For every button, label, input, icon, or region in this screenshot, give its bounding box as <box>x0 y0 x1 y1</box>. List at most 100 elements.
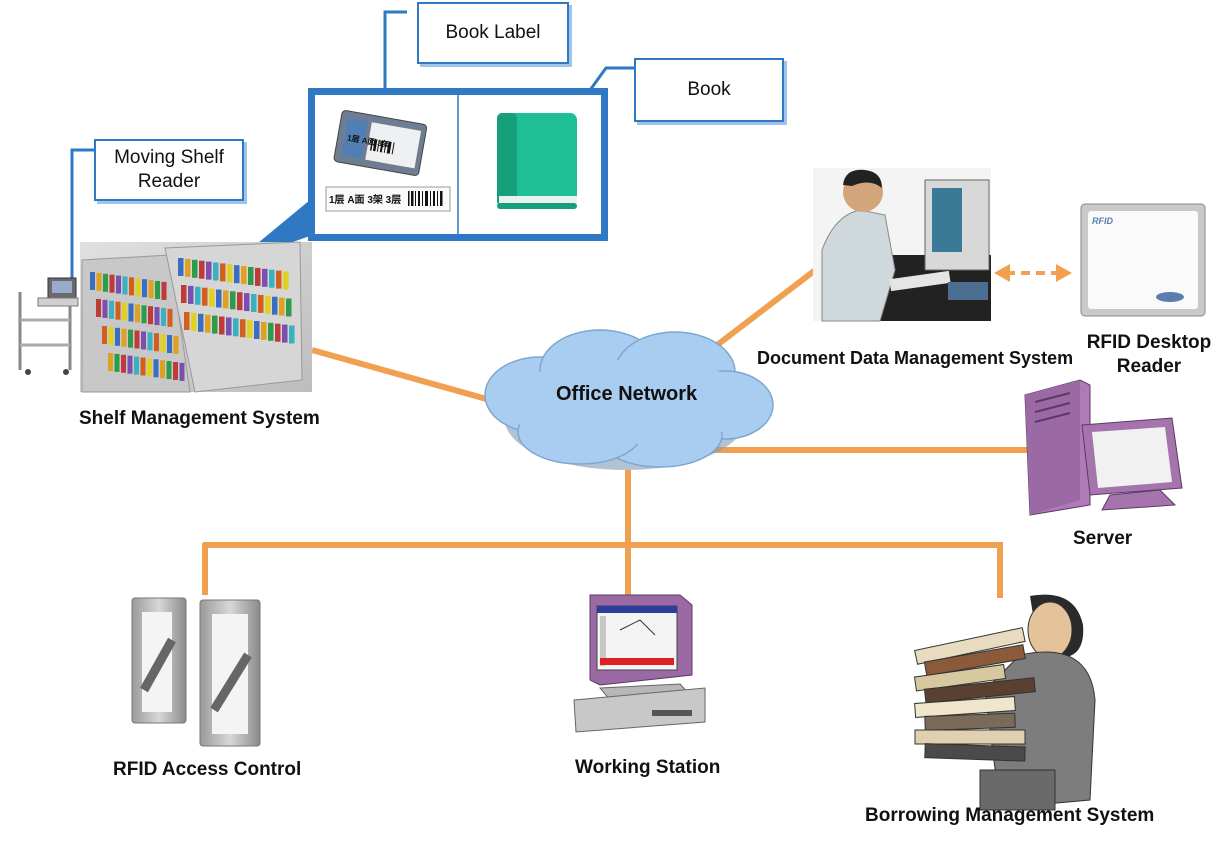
shelf-book-spine <box>173 362 178 380</box>
shelf-book-spine <box>114 353 120 372</box>
shelf-book-spine <box>108 326 114 345</box>
shelf-book-spine <box>181 285 187 303</box>
shelf-book-spine <box>167 308 173 327</box>
moving-shelf-reader-icon <box>18 277 79 375</box>
shelf-book-spine <box>209 288 215 307</box>
shelf-book-spine <box>247 320 253 339</box>
moving-shelf-reader-line1: Moving Shelf <box>114 147 224 168</box>
shelf-book-spine <box>251 294 257 312</box>
shelf-book-spine <box>261 321 267 340</box>
shelf-book-spine <box>115 327 120 346</box>
shelf-book-spine <box>265 295 271 314</box>
callout-moving-shelf-reader: Moving Shelf Reader <box>94 139 244 201</box>
shelf-book-spine <box>269 269 275 288</box>
moving-shelf-reader-line2: Reader <box>137 171 201 192</box>
callout-book-label: Book Label <box>417 2 569 64</box>
shelf-book-spine <box>173 335 179 354</box>
wireless-arrow <box>994 264 1072 282</box>
shelf-book-spine <box>134 356 139 375</box>
shelf-book-spine <box>244 293 250 312</box>
shelf-book-spine <box>121 354 126 373</box>
working-station-label: Working Station <box>575 757 721 778</box>
shelf-book-spine <box>219 316 225 335</box>
shelf-book-spine <box>258 294 264 313</box>
shelf-book-spine <box>205 314 211 333</box>
shelf-book-spine <box>109 300 114 319</box>
shelf-book-spine <box>161 281 167 300</box>
workstation-icon <box>573 594 706 733</box>
network-links <box>202 265 1032 598</box>
server-label: Server <box>1073 528 1133 549</box>
server-icon <box>1024 379 1183 516</box>
shelf-book-spine <box>206 261 212 280</box>
shelf-book-spine <box>240 319 246 338</box>
label-strip-text: 1层 A面 3架 3层 <box>329 195 402 206</box>
carried-book <box>914 729 1026 745</box>
shelf-book-spine <box>184 312 190 330</box>
shelf-book-spine <box>254 321 260 339</box>
carried-book <box>924 712 1016 731</box>
carried-book <box>923 644 1026 677</box>
shelf-book-spine <box>134 330 140 349</box>
document-data-management-label: Document Data Management System <box>757 348 1074 368</box>
shelf-book-spine <box>153 359 159 378</box>
shelf-book-spine <box>103 273 108 292</box>
shelf-book-spine <box>237 292 243 311</box>
shelf-book-spine <box>148 280 154 299</box>
shelf-book-spine <box>129 277 134 296</box>
rfid-desktop-reader-line1: RFID Desktop <box>1086 332 1212 353</box>
rfid-desktop-reader-icon <box>1080 203 1206 317</box>
shelf-book-spine <box>167 335 172 353</box>
shelf-book-spine <box>102 299 108 318</box>
shelf-book-spine <box>178 258 184 276</box>
office-network-cloud <box>484 329 774 470</box>
shelf-book-spine <box>241 266 247 285</box>
book-label-title: Book Label <box>445 22 541 43</box>
shelf-book-spine <box>262 268 268 287</box>
person-at-computer-image <box>813 168 991 322</box>
shelf-book-spine <box>192 259 198 278</box>
shelf-book-spine <box>185 258 191 277</box>
shelf-book-spine <box>160 360 165 379</box>
shelf-book-spine <box>154 333 159 352</box>
shelf-book-spine <box>286 298 292 317</box>
shelf-book-spine <box>226 317 232 336</box>
shelf-book-spine <box>233 318 239 337</box>
rfid-desktop-reader-label: RFID Desktop Reader <box>1082 331 1216 379</box>
book-label-tag <box>333 110 428 176</box>
shelf-book-spine <box>161 308 166 326</box>
shelf-book-spine <box>289 325 295 344</box>
shelf-book-spine <box>268 322 274 341</box>
carried-book <box>924 743 1026 762</box>
shelf-book-spine <box>116 275 121 294</box>
shelf-book-spine <box>102 326 107 344</box>
reader-brand: RFID <box>1092 216 1113 226</box>
shelf-book-spine <box>191 312 197 331</box>
shelf-book-spine <box>147 332 153 351</box>
shelf-book-spine <box>195 286 201 305</box>
shelf-book-spine <box>275 323 281 342</box>
shelf-book-spine <box>122 276 128 295</box>
shelf-book-spine <box>220 263 226 282</box>
book-title: Book <box>687 79 731 100</box>
office-network-label: Office Network <box>556 383 698 405</box>
shelf-book-spine <box>127 355 133 374</box>
shelf-book-spine <box>213 262 219 281</box>
rfid-access-control-label: RFID Access Control <box>113 759 302 780</box>
shelf-book-spine <box>272 296 278 315</box>
shelf-book-spine <box>199 260 205 279</box>
shelf-book-spine <box>179 362 185 381</box>
shelf-book-spine <box>128 329 133 348</box>
shelf-book-spine <box>166 361 172 380</box>
shelf-book-spine <box>230 291 236 310</box>
shelf-book-spine <box>141 331 146 350</box>
shelf-book-spine <box>115 301 121 320</box>
shelf-book-spine <box>142 279 147 298</box>
shelf-book-spine <box>248 267 254 285</box>
shelf-book-spine <box>198 313 204 332</box>
shelf-book-spine <box>279 297 285 316</box>
shelf-book-spine <box>276 270 282 289</box>
shelf-book-spine <box>212 315 218 334</box>
shelf-book-spine <box>160 334 166 353</box>
shelf-management-label: Shelf Management System <box>79 408 320 429</box>
